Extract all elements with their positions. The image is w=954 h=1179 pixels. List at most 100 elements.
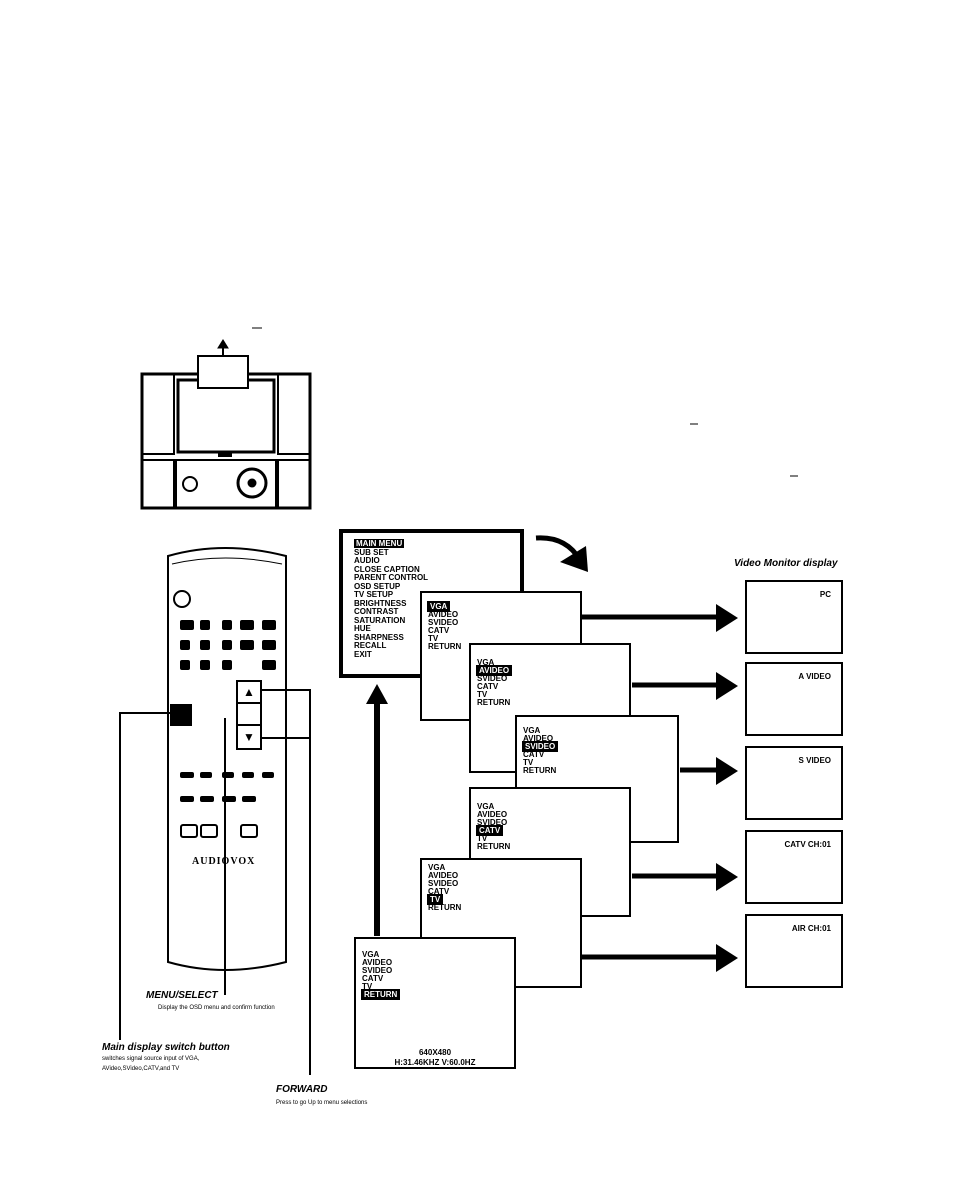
main-menu-item[interactable]: SUB SET: [354, 547, 389, 557]
remote-key[interactable]: [180, 640, 190, 650]
down-button[interactable]: ▼: [236, 724, 262, 750]
main-menu-item[interactable]: CLOSE CAPTION: [354, 564, 420, 574]
main-menu-item[interactable]: SHARPNESS: [354, 632, 404, 642]
main-menu-title[interactable]: MAIN MENU: [354, 539, 405, 548]
forward-desc: Press to go Up to menu selections: [276, 1100, 368, 1106]
source-menu-item[interactable]: AVIDEO: [428, 610, 459, 619]
main-menu-item[interactable]: BRIGHTNESS: [354, 598, 407, 608]
source-menu-item[interactable]: RETURN: [428, 642, 462, 651]
menu-select-title: MENU/SELECT: [146, 990, 218, 1001]
source-menu-item[interactable]: SVIDEO: [521, 741, 559, 752]
source-menu-item[interactable]: CATV: [523, 750, 545, 759]
source-menu-item[interactable]: CATV: [428, 626, 450, 635]
remote-key[interactable]: [200, 772, 212, 778]
main-display-title: Main display switch button: [102, 1042, 230, 1053]
remote-key[interactable]: [200, 796, 214, 802]
source-menu-item[interactable]: RETURN: [477, 842, 511, 851]
source-menu-item[interactable]: SVIDEO: [428, 618, 459, 627]
remote-key[interactable]: [262, 640, 276, 650]
source-menu-item[interactable]: RETURN: [428, 903, 462, 912]
remote-key[interactable]: [200, 640, 210, 650]
source-menu-item[interactable]: TV: [362, 982, 373, 991]
remote-key[interactable]: [222, 620, 232, 630]
remote-key[interactable]: [262, 772, 274, 778]
remote-key[interactable]: [240, 824, 258, 838]
remote-key[interactable]: [240, 620, 254, 630]
main-menu-item[interactable]: SATURATION: [354, 615, 406, 625]
monitor-catv: CATV CH:01: [745, 830, 843, 904]
remote-key[interactable]: [222, 772, 234, 778]
resolution-line: 640X480: [418, 1048, 452, 1057]
main-menu-item[interactable]: AUDIO: [354, 556, 380, 565]
remote-key[interactable]: [242, 796, 256, 802]
remote-key[interactable]: [262, 620, 276, 630]
source-menu-item[interactable]: TV: [477, 834, 488, 843]
forward-title: FORWARD: [276, 1084, 328, 1095]
main-display-switch-button[interactable]: [170, 704, 192, 726]
source-menu-item[interactable]: AVIDEO: [477, 810, 508, 819]
source-menu-item[interactable]: TV: [426, 894, 444, 905]
source-menu-item[interactable]: TV: [428, 634, 439, 643]
remote-key[interactable]: [180, 620, 194, 630]
frequency-line: H:31.46KHZ V:60.0HZ: [394, 1058, 476, 1067]
main-menu-item[interactable]: EXIT: [354, 649, 372, 659]
remote-key[interactable]: [222, 660, 232, 670]
remote-key[interactable]: [200, 660, 210, 670]
callout-lines: [119, 689, 311, 1075]
menu-select-button[interactable]: [236, 702, 262, 726]
remote-key[interactable]: [222, 640, 232, 650]
source-menu-item[interactable]: SVIDEO: [428, 879, 459, 888]
source-menu-item[interactable]: TV: [523, 758, 534, 767]
main-display-desc-2: AVideo,SVideo,CATV,and TV: [102, 1066, 180, 1072]
source-menu-item[interactable]: VGA: [362, 950, 380, 959]
source-menu-item[interactable]: VGA: [477, 802, 495, 811]
remote-key[interactable]: [180, 824, 198, 838]
monitor-air: AIR CH:01: [745, 914, 843, 988]
source-menu-item[interactable]: CATV: [428, 887, 450, 896]
main-menu-item[interactable]: RECALL: [354, 641, 387, 650]
source-menu-item[interactable]: AVIDEO: [523, 734, 554, 743]
source-menu-item[interactable]: CATV: [477, 682, 499, 691]
source-menu-item[interactable]: SVIDEO: [362, 966, 393, 975]
source-menu-item[interactable]: VGA: [428, 863, 446, 872]
source-menu-item[interactable]: RETURN: [477, 698, 511, 707]
forward-up-button[interactable]: ▲: [236, 680, 262, 704]
source-menu-item[interactable]: AVIDEO: [428, 871, 459, 880]
source-menu-item[interactable]: SVIDEO: [477, 674, 508, 683]
source-menu-item[interactable]: SVIDEO: [477, 818, 508, 827]
remote-key[interactable]: [180, 772, 194, 778]
source-menu-item[interactable]: AVIDEO: [362, 958, 393, 967]
remote-control-illustration: [167, 547, 287, 971]
remote-key[interactable]: [242, 772, 254, 778]
remote-key[interactable]: [180, 660, 190, 670]
remote-key[interactable]: [240, 640, 254, 650]
remote-key[interactable]: [262, 660, 276, 670]
main-menu-item[interactable]: TV SETUP: [354, 590, 394, 599]
remote-key[interactable]: [200, 620, 210, 630]
source-menu-item[interactable]: CATV: [475, 825, 504, 836]
monitor-pc: PC: [745, 580, 843, 654]
source-menu-item[interactable]: CATV: [362, 974, 384, 983]
source-menu-item[interactable]: VGA: [523, 726, 541, 735]
remote-key[interactable]: [180, 796, 194, 802]
main-display-desc-1: switches signal source input of VGA,: [102, 1056, 200, 1062]
main-menu-item[interactable]: HUE: [354, 624, 371, 633]
source-menu-item[interactable]: VGA: [426, 601, 451, 612]
source-menu-item[interactable]: VGA: [477, 658, 495, 667]
source-menu-item[interactable]: AVIDEO: [475, 665, 513, 676]
menu-select-desc: Display the OSD menu and confirm functio…: [158, 1005, 275, 1011]
remote-brand-logo: AUDIOVOX: [192, 856, 256, 867]
main-menu-item[interactable]: OSD SETUP: [354, 581, 401, 591]
remote-key[interactable]: [222, 796, 236, 802]
main-menu-item[interactable]: CONTRAST: [354, 607, 399, 616]
source-menu-item[interactable]: TV: [477, 690, 488, 699]
main-menu-item[interactable]: PARENT CONTROL: [354, 573, 429, 582]
monitor-header: Video Monitor display: [734, 558, 838, 569]
tv-unit-illustration: [140, 327, 312, 510]
monitor-a-video: A VIDEO: [745, 662, 843, 736]
remote-key[interactable]: [200, 824, 218, 838]
source-menu-item[interactable]: RETURN: [360, 989, 401, 1000]
source-menu-item[interactable]: RETURN: [523, 766, 557, 775]
power-button[interactable]: [173, 590, 191, 608]
